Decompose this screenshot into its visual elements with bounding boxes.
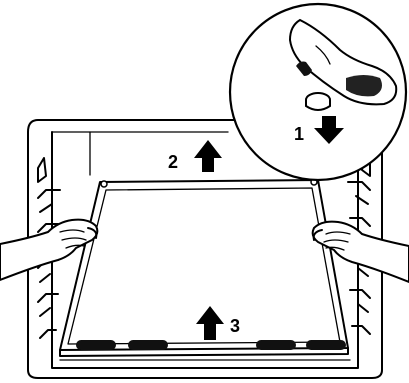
step-label-2: 2 <box>168 152 178 172</box>
step-label-1: 1 <box>294 124 304 144</box>
latch-detail-inset <box>230 4 406 180</box>
left-hand <box>0 220 97 280</box>
arrow-up-bottom <box>196 306 224 340</box>
step-label-3: 3 <box>230 316 240 336</box>
arrow-up-top <box>194 140 222 172</box>
